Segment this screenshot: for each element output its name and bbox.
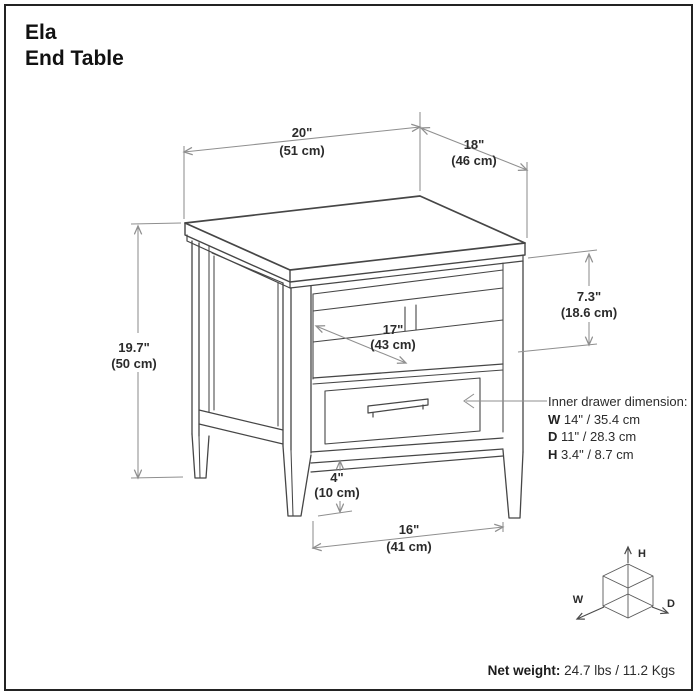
inner-drawer-height-key: H: [548, 446, 558, 462]
product-title-block: Ela End Table: [25, 20, 124, 72]
inner-drawer-width-key: W: [548, 411, 561, 427]
side-rail: [198, 409, 284, 445]
dim-line-top-depth: [421, 128, 527, 170]
axis-d-arrow: [651, 606, 670, 615]
net-weight-label: Net weight:: [487, 663, 561, 678]
drawer-front: [324, 377, 481, 445]
table-top: [184, 195, 526, 289]
dim-line-base-width: [313, 527, 503, 548]
shelf-opening-label-cm: (18.6 cm): [561, 305, 617, 320]
drawer-leader-arrow: [463, 393, 475, 409]
product-name: Ela: [25, 21, 57, 44]
inner-drawer-note: Inner drawer dimension: W 14" / 35.4 cm …: [548, 393, 687, 463]
axis-w-arrow: [575, 606, 605, 620]
table-drawing: [184, 195, 526, 519]
shelf-opening-label-in: 7.3": [577, 289, 601, 304]
shelf-width-label-in: 17": [383, 322, 404, 337]
axis-w-label: W: [573, 594, 584, 606]
right-leg: [502, 260, 524, 519]
inner-drawer-width: W 14" / 35.4 cm: [548, 411, 687, 429]
top-width-label-cm: (51 cm): [279, 143, 325, 158]
height-label-in: 19.7": [118, 340, 149, 355]
inner-drawer-depth-value: 11" / 28.3 cm: [561, 429, 637, 444]
inner-drawer-heading: Inner drawer dimension:: [548, 394, 688, 409]
shelf-width-label-cm: (43 cm): [370, 337, 416, 352]
drawer-handle: [367, 398, 429, 418]
inner-drawer-width-value: 14" / 35.4 cm: [563, 411, 641, 427]
inner-drawer-depth: D 11" / 28.3 cm: [548, 428, 687, 446]
inner-drawer-depth-key: D: [548, 429, 558, 444]
axis-d-label: D: [667, 598, 675, 610]
top-width-label-in: 20": [292, 125, 313, 140]
base-width-label-cm: (41 cm): [386, 539, 432, 554]
open-shelf: [312, 269, 504, 385]
dimension-annotations: [130, 112, 598, 549]
leg-height-label-cm: (10 cm): [314, 485, 360, 500]
dimension-labels: 20" (51 cm) 18" (46 cm) 19.7" (50 cm) 7.…: [111, 125, 617, 554]
left-leg: [191, 240, 210, 479]
inner-drawer-height: H 3.4" / 8.7 cm: [548, 446, 687, 464]
net-weight-value: 24.7 lbs / 11.2 Kgs: [564, 663, 675, 678]
leg-height-label-in: 4": [330, 470, 343, 485]
extension-lines: [130, 112, 598, 549]
top-depth-label-cm: (46 cm): [451, 153, 497, 168]
dim-line-top-width: [184, 127, 420, 152]
front-leg: [282, 282, 312, 517]
net-weight: Net weight: 24.7 lbs / 11.2 Kgs: [488, 663, 675, 678]
inner-drawer-height-value: 3.4" / 8.7 cm: [561, 446, 634, 462]
axis-cube-icon: H W D: [573, 545, 675, 620]
base-width-label-in: 16": [399, 522, 420, 537]
product-type: End Table: [25, 47, 124, 70]
dim-line-shelf-width: [316, 326, 406, 363]
axis-h-label: H: [638, 548, 646, 560]
side-panel: [211, 252, 284, 427]
height-label-cm: (50 cm): [111, 356, 157, 371]
top-depth-label-in: 18": [464, 137, 485, 152]
